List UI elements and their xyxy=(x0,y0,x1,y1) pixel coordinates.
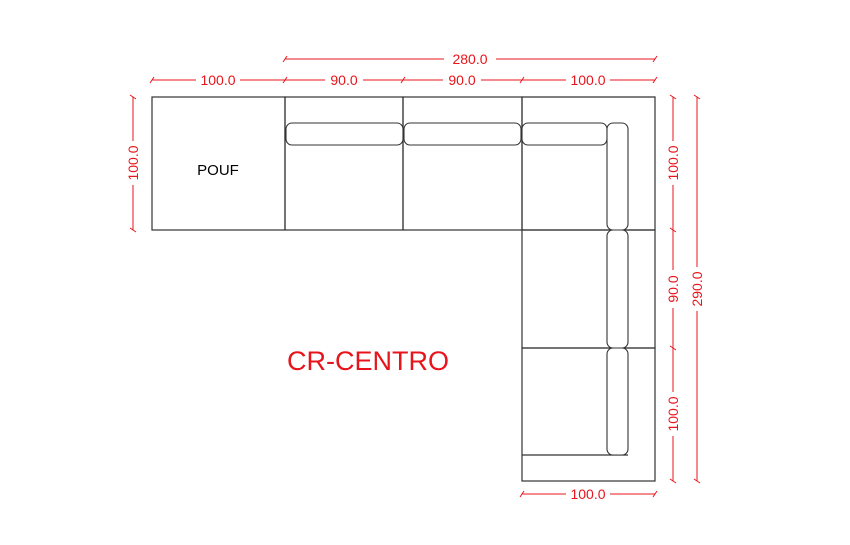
end-module xyxy=(521,347,656,482)
dim-top-seg-2: 90.0 xyxy=(330,72,357,88)
dim-bottom-width: 100.0 xyxy=(570,486,605,502)
seat-module-1 xyxy=(284,96,404,231)
dim-top-seg-1: 100.0 xyxy=(200,72,235,88)
dim-top-seg-4: 100.0 xyxy=(570,72,605,88)
dim-right-seg-2: 90.0 xyxy=(665,275,681,302)
seat-module-3 xyxy=(521,229,656,349)
dim-top-seg-3: 90.0 xyxy=(448,72,475,88)
corner-module xyxy=(521,96,656,231)
dim-right-seg-3: 100.0 xyxy=(665,396,681,431)
back-cushions xyxy=(285,122,629,456)
back-cushion xyxy=(285,122,404,146)
back-cushion xyxy=(403,122,522,146)
back-cushion xyxy=(606,122,629,231)
back-cushion xyxy=(606,229,629,349)
back-cushion xyxy=(521,122,608,146)
dim-right-seg-1: 100.0 xyxy=(665,145,681,180)
pouf-label: POUF xyxy=(197,162,239,179)
sofa-outline xyxy=(151,96,656,482)
dimension-labels: 280.0 100.0 90.0 90.0 100.0 100.0 100.0 … xyxy=(125,50,706,502)
model-title: CR-CENTRO xyxy=(287,346,449,376)
dim-left-depth: 100.0 xyxy=(125,145,141,180)
back-cushion xyxy=(606,347,629,456)
dim-top-total: 280.0 xyxy=(452,51,487,67)
seat-module-2 xyxy=(402,96,523,231)
dim-right-total: 290.0 xyxy=(689,271,705,306)
